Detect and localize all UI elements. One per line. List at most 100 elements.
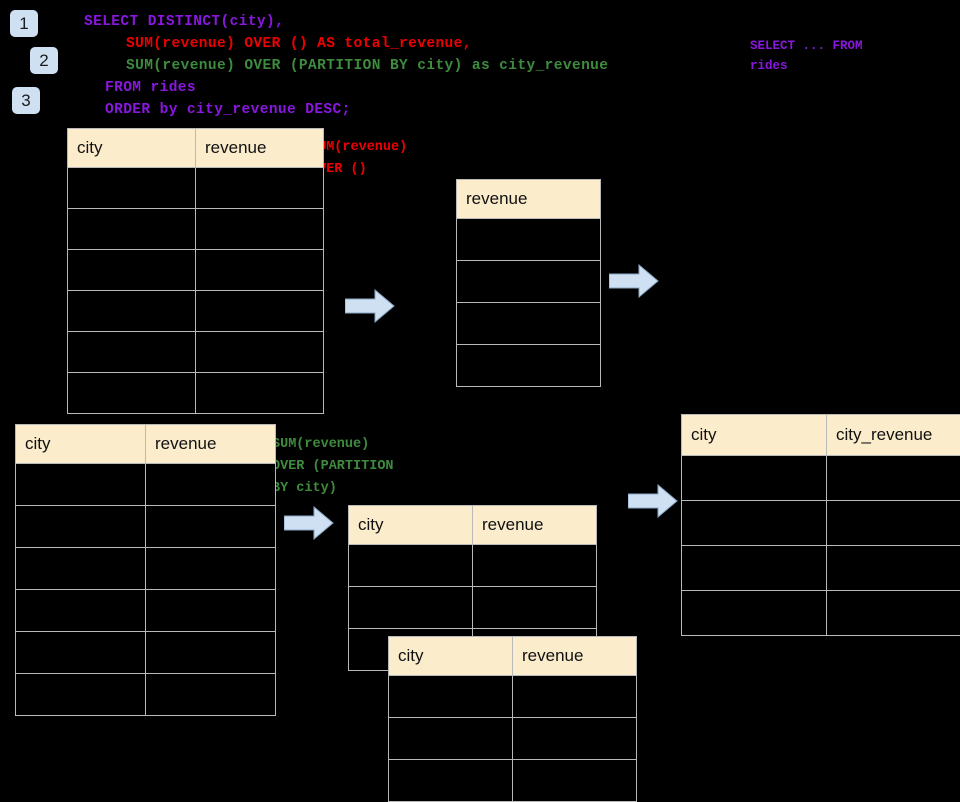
annotation-select-from-rides: SELECT ... FROM rides (750, 36, 863, 76)
table-row (349, 587, 597, 629)
column-header-city: city (349, 506, 473, 545)
cell-revenue (457, 219, 601, 261)
table-header-row: revenue (457, 180, 601, 219)
step-badge-3: 3 (12, 87, 40, 114)
table-total-revenue: revenue (456, 179, 601, 387)
table-row (457, 303, 601, 345)
table-row (457, 261, 601, 303)
annotation-sum-over-empty: SUM(revenue) OVER () (310, 137, 407, 181)
arrow-right-icon-3 (284, 506, 334, 540)
cell-revenue (196, 209, 324, 250)
column-header-revenue: revenue (513, 637, 637, 676)
cell-city (68, 168, 196, 209)
table-row (682, 591, 960, 636)
cell-revenue (146, 506, 276, 548)
table-row (682, 456, 960, 501)
table-source-top: city revenue (67, 128, 324, 414)
cell-revenue (473, 545, 597, 587)
table-row (389, 718, 637, 760)
sql-line-select: SELECT DISTINCT(city), (84, 11, 284, 33)
cell-city-revenue (827, 456, 960, 501)
cell-revenue (196, 250, 324, 291)
sql-line-total-revenue: SUM(revenue) OVER () AS total_revenue, (126, 33, 472, 55)
cell-city (389, 760, 513, 802)
table-header-row: city revenue (16, 425, 276, 464)
cell-city (349, 587, 473, 629)
table-source-bottom: city revenue (15, 424, 276, 716)
cell-city-revenue (827, 501, 960, 546)
cell-city (16, 464, 146, 506)
cell-revenue (146, 590, 276, 632)
table-row (16, 632, 276, 674)
cell-revenue (196, 373, 324, 414)
cell-revenue (457, 303, 601, 345)
table-row (457, 219, 601, 261)
table-row (457, 345, 601, 387)
table-header-row: city revenue (389, 637, 637, 676)
diagram-canvas: 1 2 3 SELECT DISTINCT(city), SUM(revenue… (0, 0, 960, 720)
column-header-revenue: revenue (146, 425, 276, 464)
cell-city (682, 501, 827, 546)
table-row (16, 464, 276, 506)
cell-city (16, 506, 146, 548)
table-row (16, 506, 276, 548)
cell-city (68, 332, 196, 373)
cell-revenue (146, 674, 276, 716)
cell-city (68, 291, 196, 332)
cell-revenue (146, 548, 276, 590)
sql-line-order-by: ORDER by city_revenue DESC; (105, 99, 351, 121)
table-row (68, 332, 324, 373)
cell-city (16, 632, 146, 674)
cell-city (349, 545, 473, 587)
table-row (68, 168, 324, 209)
table-row (349, 545, 597, 587)
cell-city (68, 373, 196, 414)
arrow-right-icon-2 (609, 264, 659, 298)
cell-city (68, 250, 196, 291)
cell-revenue (196, 168, 324, 209)
cell-city-revenue (827, 546, 960, 591)
table-row (16, 590, 276, 632)
table-row (68, 373, 324, 414)
cell-revenue (457, 345, 601, 387)
cell-revenue (196, 291, 324, 332)
cell-city (16, 548, 146, 590)
table-row (389, 760, 637, 802)
cell-revenue (473, 587, 597, 629)
table-row (682, 501, 960, 546)
cell-revenue (196, 332, 324, 373)
table-row (389, 676, 637, 718)
table-row (682, 546, 960, 591)
cell-city (682, 546, 827, 591)
table-row (68, 291, 324, 332)
cell-city (68, 209, 196, 250)
step-badge-1: 1 (10, 10, 38, 37)
step-badge-2: 2 (30, 47, 58, 74)
annotation-sum-over-partition: SUM(revenue) OVER (PARTITION BY city) (272, 434, 394, 500)
cell-revenue (146, 464, 276, 506)
cell-city (682, 591, 827, 636)
cell-revenue (513, 718, 637, 760)
column-header-revenue: revenue (196, 129, 324, 168)
cell-revenue (146, 632, 276, 674)
table-row (16, 548, 276, 590)
sql-line-city-revenue: SUM(revenue) OVER (PARTITION BY city) as… (126, 55, 608, 77)
table-row (68, 250, 324, 291)
cell-city (389, 718, 513, 760)
cell-city-revenue (827, 591, 960, 636)
table-header-row: city revenue (349, 506, 597, 545)
column-header-city: city (16, 425, 146, 464)
sql-line-from: FROM rides (105, 77, 196, 99)
cell-city (16, 674, 146, 716)
table-row (68, 209, 324, 250)
column-header-city-revenue: city_revenue (827, 415, 960, 456)
cell-city (16, 590, 146, 632)
table-row (16, 674, 276, 716)
cell-revenue (513, 760, 637, 802)
table-header-row: city city_revenue (682, 415, 960, 456)
column-header-revenue: revenue (457, 180, 601, 219)
cell-city (682, 456, 827, 501)
column-header-city: city (389, 637, 513, 676)
cell-revenue (457, 261, 601, 303)
table-partition-front: city revenue (388, 636, 637, 802)
